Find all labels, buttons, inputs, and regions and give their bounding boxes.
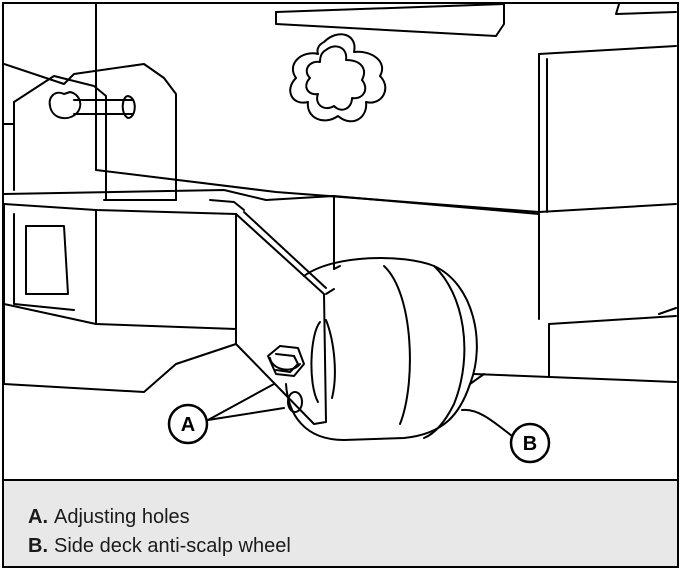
wheel-support-bracket	[209, 199, 335, 425]
legend-item-a: A. Adjusting holes	[28, 503, 677, 532]
legend-text-a: Adjusting holes	[54, 506, 190, 528]
hinge-bracket	[4, 63, 177, 201]
legend-item-b: B. Side deck anti-scalp wheel	[28, 532, 677, 561]
adjusting-bolt	[267, 345, 305, 377]
legend-key-b: B.	[28, 535, 48, 557]
callout-a: A	[167, 403, 209, 445]
callout-b: B	[509, 422, 551, 464]
adjusting-hole	[287, 391, 303, 413]
star-knob	[289, 33, 387, 123]
callout-leader-b	[461, 408, 513, 437]
callout-b-letter: B	[523, 433, 537, 455]
callout-leader-a	[207, 383, 285, 421]
callout-a-letter: A	[181, 414, 195, 436]
deck-body	[4, 189, 677, 393]
legend-text-b: Side deck anti-scalp wheel	[54, 535, 291, 557]
anti-scalp-wheel	[285, 256, 485, 441]
legend-key-a: A.	[28, 506, 48, 528]
line-drawing: A B	[4, 4, 677, 464]
deck-wheel-illustration: A B	[4, 4, 677, 481]
top-deck-plate	[95, 4, 677, 213]
figure-legend: A. Adjusting holes B. Side deck anti-scalp…	[4, 481, 677, 566]
